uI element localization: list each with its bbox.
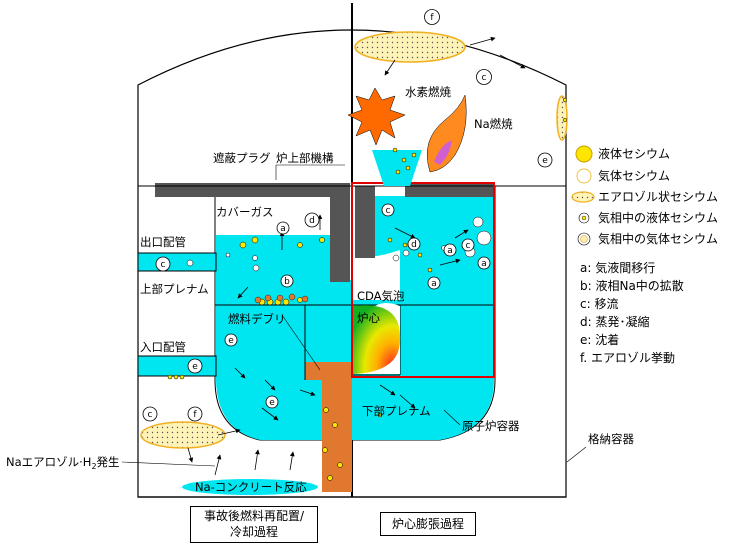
svg-text:a: a xyxy=(447,246,453,256)
inlet-pipe xyxy=(137,355,217,377)
outlet-pipe xyxy=(137,252,217,272)
svg-text:a: a xyxy=(280,224,286,234)
na-fire-icon xyxy=(426,94,467,173)
cover-gas-label: カバーガス xyxy=(216,205,274,219)
legend: 液体セシウム 気体セシウム エアロゾル状セシウム 気相中の液体セシウム 気相中の… xyxy=(571,145,718,365)
core-expansion-label: 炉心膨張過程 xyxy=(391,517,464,531)
process-e: e: 沈着 xyxy=(580,332,619,347)
reactor-vessel-label: 原子炉容器 xyxy=(462,419,520,433)
sodium-pool-left xyxy=(216,235,352,440)
flow-arrows xyxy=(187,36,526,476)
inlet-pipe-label: 入口配管 xyxy=(140,340,186,354)
gas-cesium-bubbles xyxy=(186,216,492,272)
svg-text:d: d xyxy=(411,240,417,250)
svg-text:a: a xyxy=(431,279,437,289)
cda-bubble xyxy=(353,305,401,374)
svg-text:c: c xyxy=(161,260,166,270)
legend-vapor-liquid-cesium: 気相中の液体セシウム xyxy=(598,210,718,225)
outlet-pipe-label: 出口配管 xyxy=(140,235,186,249)
na-concrete-pool xyxy=(182,479,318,495)
containment-label: 格納容器 xyxy=(588,432,634,446)
svg-text:b: b xyxy=(284,277,290,287)
svg-text:f: f xyxy=(193,410,197,420)
fuel-relocation-line1: 事故後燃料再配置/ xyxy=(203,509,305,523)
legend-aerosol-cesium: エアロゾル状セシウム xyxy=(598,190,718,204)
fuel-debris-channel xyxy=(305,362,352,492)
svg-text:a: a xyxy=(481,259,487,269)
upper-mechanism-label: 炉上部機構 xyxy=(276,151,334,165)
aerosol-cloud-top xyxy=(354,31,466,63)
svg-text:c: c xyxy=(386,206,391,216)
svg-text:e: e xyxy=(269,398,275,408)
legend-gas-cesium: 気体セシウム xyxy=(598,168,670,183)
na-concrete-label: Na-コンクリート反応 xyxy=(195,480,307,494)
lower-plenum-label: 下部プレナム xyxy=(362,404,431,418)
fuel-debris-label: 燃料デブリ xyxy=(228,312,286,326)
sodium-plume xyxy=(372,150,422,186)
svg-text:c: c xyxy=(148,410,153,420)
svg-text:d: d xyxy=(309,216,315,226)
svg-text:c: c xyxy=(482,73,487,83)
fuel-relocation-box: 事故後燃料再配置/ 冷却過程 xyxy=(190,506,318,543)
fuel-relocation-line2: 冷却過程 xyxy=(229,525,278,539)
svg-text:f: f xyxy=(430,13,434,23)
debris-particles xyxy=(254,293,309,304)
process-markers xyxy=(142,9,553,422)
process-a: a: 気液間移行 xyxy=(580,260,655,275)
upper-plenum-label: 上部プレナム xyxy=(140,282,209,296)
expansion-frame xyxy=(351,182,495,378)
legend-liquid-cesium: 液体セシウム xyxy=(598,146,670,161)
shield-plug-left xyxy=(155,183,350,197)
core-expansion-box: 炉心膨張過程 xyxy=(380,512,476,536)
sodium-upper-right xyxy=(355,196,494,300)
process-c: c: 移流 xyxy=(580,297,618,311)
legend-vapor-gas-cesium: 気相中の気体セシウム xyxy=(598,231,718,246)
process-f: f. エアロゾル挙動 xyxy=(580,351,675,365)
process-b: b: 液相Na中の拡散 xyxy=(580,278,684,293)
upper-mechanism-left xyxy=(330,186,350,282)
svg-text:c: c xyxy=(466,241,471,251)
process-d: d: 蒸発･凝縮 xyxy=(580,314,649,329)
core-label: 炉心 xyxy=(357,311,380,325)
aerosol-cloud-side xyxy=(556,95,568,141)
upper-mechanism-right xyxy=(355,186,375,258)
hydrogen-flame-icon xyxy=(347,87,406,146)
na-aerosol-h2-label: Naエアロゾル·H2発生 xyxy=(6,455,120,471)
cesium-droplets xyxy=(167,97,568,481)
cda-bubble-label: CDA気泡 xyxy=(357,289,405,303)
svg-text:e: e xyxy=(542,156,548,166)
aerosol-cloud-left xyxy=(140,421,226,449)
shield-plug-label: 遮蔽プラグ xyxy=(213,151,271,165)
svg-text:e: e xyxy=(228,336,234,346)
svg-text:e: e xyxy=(192,362,198,372)
hydrogen-combustion-label: 水素燃焼 xyxy=(405,85,451,99)
process-marker-letters: f c e a d c d a c a a b c e e e c f xyxy=(148,13,549,420)
shield-plug-right xyxy=(405,183,495,197)
na-combustion-label: Na燃焼 xyxy=(474,117,513,131)
